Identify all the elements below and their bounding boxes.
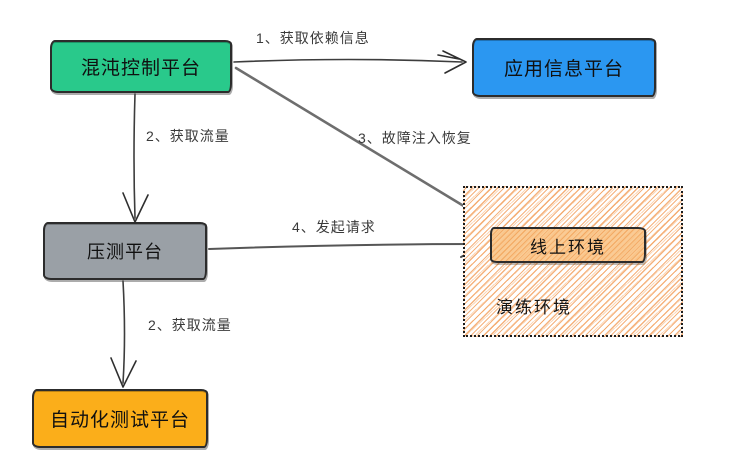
node-chaos-control-platform: 混沌控制平台 [50,40,232,93]
node-label: 线上环境 [530,237,606,257]
arrow-initiate-request [208,233,488,258]
node-label: 自动化测试平台 [49,410,190,431]
edge-label-get-traffic-upper: 2、获取流量 [146,128,230,144]
node-app-info-platform: 应用信息平台 [472,38,656,97]
edge-label-fault-injection-recovery: 3、故障注入恢复 [358,130,472,146]
arrow-get-traffic-upper [122,93,149,223]
arrow-get-traffic-lower [110,280,137,388]
drill-environment-label: 演练环境 [496,298,572,317]
node-label: 应用信息平台 [503,59,624,80]
arrow-get-dependency-info [233,50,467,74]
edge-label-get-traffic-lower: 2、获取流量 [148,317,232,333]
node-label: 混沌控制平台 [80,58,201,79]
node-label: 压测平台 [87,242,163,262]
node-online-environment: 线上环境 [490,227,646,263]
edge-label-initiate-request: 4、发起请求 [292,219,376,235]
node-automated-test-platform: 自动化测试平台 [32,389,208,448]
edge-label-get-dependency-info: 1、获取依赖信息 [256,30,370,46]
node-load-test-platform: 压测平台 [43,222,207,280]
